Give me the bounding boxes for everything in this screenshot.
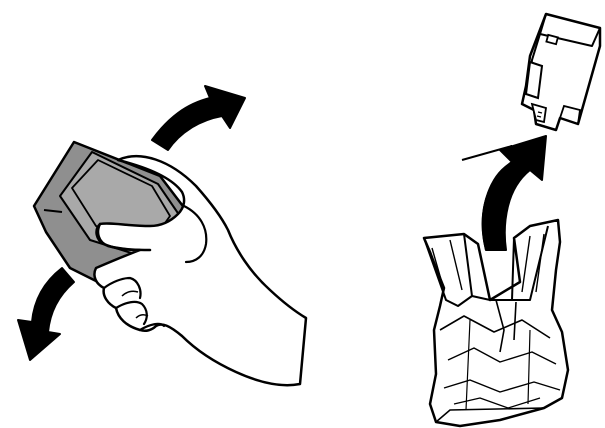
- curved-arrow-up-right-icon: [152, 86, 245, 150]
- shake-cartridge-panel: [18, 86, 306, 385]
- curved-arrow-down-left-icon: [18, 268, 74, 360]
- unpack-cartridge-panel: [424, 14, 600, 426]
- ink-cartridge-icon: [522, 14, 600, 130]
